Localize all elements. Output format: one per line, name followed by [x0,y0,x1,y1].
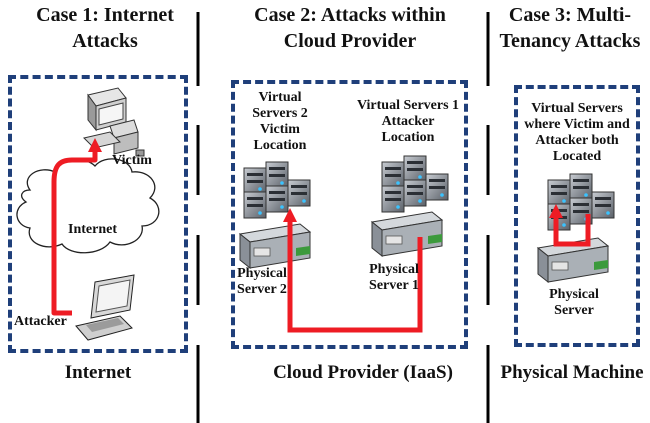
case1-title-line1: Case 1: Internet [36,4,174,26]
cloud-provider-box [231,80,468,349]
attacker-label: Attacker [14,314,67,329]
case1-attack-path [51,150,98,316]
case3-attack-arrowhead [549,204,563,218]
ps3-line2: Server [554,303,594,318]
vs2-line4: Location [253,138,307,153]
victim-label: Victim [112,153,152,168]
vs3-line1: Virtual Servers [531,101,623,116]
vs3-line2: where Victim and [524,117,630,132]
internet-cloud-label: Internet [68,222,117,237]
case3-title: Case 3: Multi- Tenancy Attacks [490,2,650,54]
case3-title-line2: Tenancy Attacks [499,30,641,52]
case1-title-line2: Attacks [72,30,138,52]
physical-server-1-icon [371,211,443,257]
vs2-line2: Servers 2 [252,106,308,121]
victim-computer-icon [83,87,145,157]
shared-virtual-servers-label: Virtual Servers where Victim and Attacke… [518,101,636,165]
vs1-line1: Virtual Servers 1 [356,98,460,113]
internet-box [8,75,188,353]
case1-attack-arrowhead [88,138,102,152]
virtual-servers-1-label: Virtual Servers 1 Attacker Location [348,98,468,146]
case1-title: Case 1: Internet Attacks [0,2,210,54]
ps1-line2: Server 1 [369,278,419,293]
cloud-provider-footer: Cloud Provider (IaaS) [273,362,453,383]
physical-machine-box [514,85,640,347]
vs1-line3: Location [381,130,435,145]
physical-server-2-label: Physical Server 2 [232,266,292,298]
case2-title: Case 2: Attacks within Cloud Provider [215,2,485,54]
vs2-line1: Virtual [258,90,302,105]
physical-machine-footer: Physical Machine [500,362,644,383]
attacker-laptop-icon [75,274,135,341]
case2-title-line2: Cloud Provider [283,30,417,52]
internet-cloud-icon [16,158,160,254]
vs1-line2: Attacker [381,114,435,129]
vs3-line3: Attacker both [535,133,619,148]
vs2-line3: Victim [260,122,300,137]
physical-server-2-icon [239,223,311,269]
ps1-line1: Physical [369,262,419,277]
case3-attack-path [553,214,591,247]
internet-footer: Internet [64,362,132,383]
case2-title-line1: Case 2: Attacks within [254,4,446,26]
vs3-line4: Located [552,149,602,164]
ps2-line2: Server 2 [237,282,287,297]
case2-attack-arrowhead [283,208,297,222]
virtual-servers-2-label: Virtual Servers 2 Victim Location [240,90,320,154]
ps2-line1: Physical [237,266,287,281]
virtual-servers-2-icon [244,162,310,218]
physical-server-label: Physical Server [534,287,614,319]
case3-title-line1: Case 3: Multi- [508,4,632,26]
ps3-line1: Physical [549,287,599,302]
physical-server-1-label: Physical Server 1 [360,262,428,294]
virtual-servers-1-icon [382,156,448,212]
case2-attack-path [287,218,423,333]
